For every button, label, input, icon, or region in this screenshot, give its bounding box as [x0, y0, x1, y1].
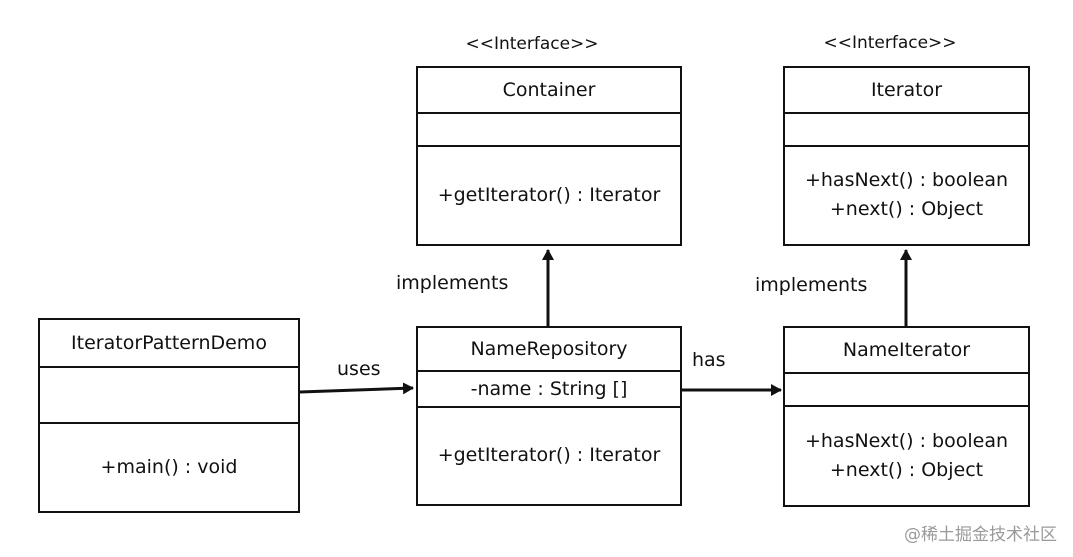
class-attributes: [40, 368, 298, 424]
implements-label-right: implements: [755, 274, 868, 296]
uses-arrow: [299, 382, 414, 395]
has-label: has: [692, 349, 726, 371]
implements-label-left: implements: [396, 272, 509, 294]
watermark: @稀土掘金技术社区: [904, 525, 1057, 545]
class-methods: +hasNext() : boolean +next() : Object: [785, 147, 1028, 243]
class-attributes: -name : String []: [418, 372, 680, 408]
class-name: IteratorPatternDemo: [40, 320, 298, 368]
iterator-stereotype: <<Interface>>: [823, 33, 957, 53]
uses-label: uses: [337, 358, 381, 380]
class-attributes: [785, 374, 1028, 407]
nameiterator-class-box: NameIterator +hasNext() : boolean +next(…: [783, 326, 1030, 507]
class-name: NameIterator: [785, 328, 1028, 374]
container-class-box: Container +getIterator() : Iterator: [416, 66, 682, 246]
method: +hasNext() : boolean: [804, 169, 1009, 191]
class-attributes: [418, 114, 680, 147]
method: +main() : void: [100, 455, 238, 478]
method: +next() : Object: [829, 198, 984, 220]
class-name: NameRepository: [418, 328, 680, 372]
repository-class-box: NameRepository -name : String [] +getIte…: [416, 326, 682, 506]
class-methods: +main() : void: [40, 424, 298, 510]
iterator-class-box: Iterator +hasNext() : boolean +next() : …: [783, 66, 1030, 246]
method: +next() : Object: [829, 458, 984, 481]
class-methods: +hasNext() : boolean +next() : Object: [785, 407, 1028, 504]
method: +getIterator() : Iterator: [437, 183, 661, 206]
class-attributes: [785, 114, 1028, 147]
class-name: Iterator: [785, 68, 1028, 114]
method: +hasNext() : boolean: [804, 429, 1009, 452]
demo-class-box: IteratorPatternDemo +main() : void: [38, 318, 300, 513]
class-name: Container: [418, 68, 680, 114]
class-methods: +getIterator() : Iterator: [418, 147, 680, 243]
container-stereotype: <<Interface>>: [465, 34, 599, 54]
class-methods: +getIterator() : Iterator: [418, 408, 680, 503]
method: +getIterator() : Iterator: [437, 444, 661, 466]
